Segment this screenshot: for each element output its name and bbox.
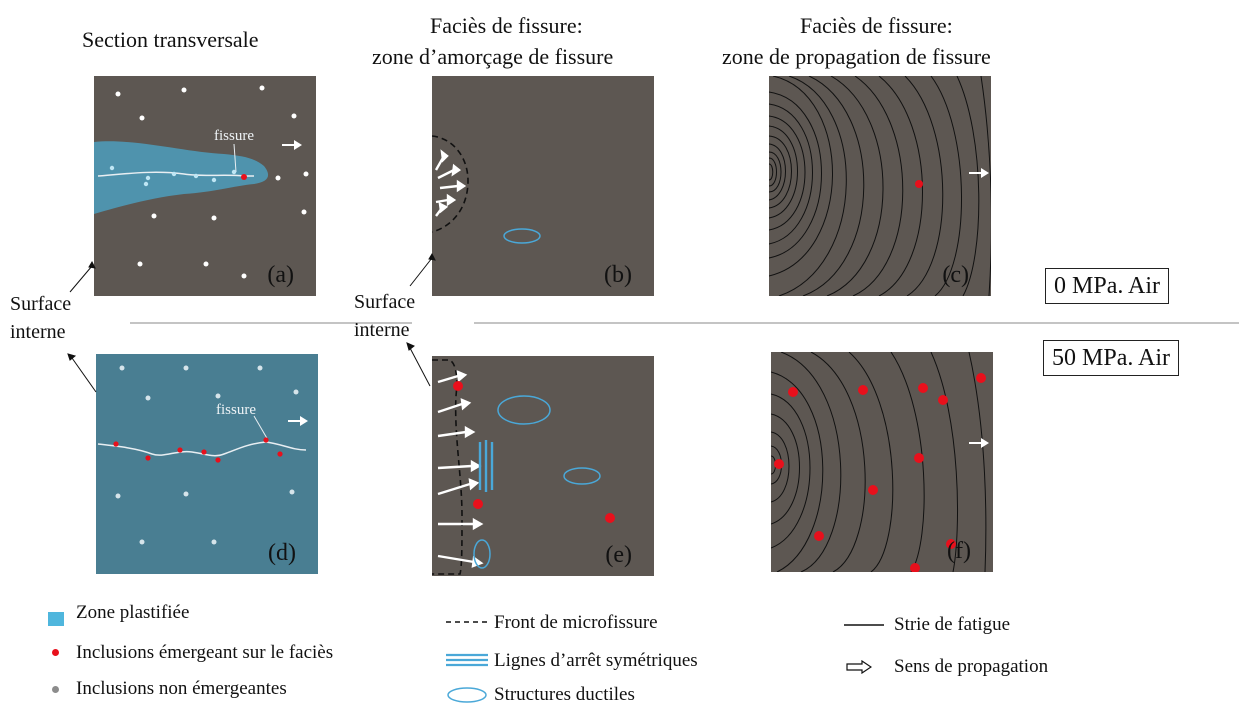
crack-label-a: fissure xyxy=(214,128,254,144)
crack-label-pointer xyxy=(233,143,237,173)
panel-label-a: (a) xyxy=(267,262,294,288)
emerging-inclusion-marker xyxy=(915,180,923,188)
propagation-arrow-icon xyxy=(969,168,989,178)
legend-marker-non-emerging xyxy=(52,686,59,693)
header-propagation-line2: zone de propagation de fissure xyxy=(722,44,991,69)
legend-label-emerging: Inclusions émergeant sur le faciès xyxy=(76,642,334,663)
propagation-arrows-b xyxy=(434,149,467,217)
legend-label-striation: Strie de fatigue xyxy=(894,614,1011,635)
ductile-structure xyxy=(473,539,491,569)
symmetric-arrest-lines xyxy=(478,440,494,492)
legend-label-plastic-zone: Zone plastifiée xyxy=(76,602,190,623)
ductile-structure xyxy=(497,395,551,425)
panel-c-propagation-0mpa: (c) xyxy=(769,76,991,296)
panel-e-initiation-50mpa: (e) xyxy=(432,356,654,576)
header-initiation-line2: zone d’amorçage de fissure xyxy=(372,44,614,69)
panel-d-drawing xyxy=(97,365,308,545)
header-propagation-line1: Faciès de fissure: xyxy=(800,13,953,38)
legend-label-arrest-lines: Lignes d’arrêt symétriques xyxy=(494,650,698,671)
emerging-inclusion-marker xyxy=(241,174,247,180)
panel-b-initiation-0mpa: (b) xyxy=(432,76,654,296)
legend-arrest-lines-icon xyxy=(446,653,488,667)
ductile-structure xyxy=(563,467,601,485)
panel-label-d: (d) xyxy=(268,540,296,566)
microcrack-front xyxy=(432,135,469,233)
crack-label-d: fissure xyxy=(216,402,256,418)
crack-line xyxy=(97,171,254,177)
propagation-arrows-e xyxy=(437,370,484,568)
header-section-transversale: Section transversale xyxy=(82,27,259,52)
crack-line xyxy=(97,441,307,457)
surface-pointer-d xyxy=(67,353,97,393)
surface-pointer-a xyxy=(69,260,96,293)
surface-label-mid-line1: Surface xyxy=(354,291,416,313)
propagation-arrow-icon xyxy=(282,140,302,150)
legend-swatch-plastic-zone xyxy=(48,612,64,626)
panel-f-drawing xyxy=(771,352,989,572)
panel-label-b: (b) xyxy=(604,262,632,288)
legend-label-microcrack-front: Front de microfissure xyxy=(494,612,658,633)
legend-label-ductile: Structures ductiles xyxy=(494,684,635,705)
surface-label-left-line2: interne xyxy=(10,321,66,343)
surface-label-left-line1: Surface xyxy=(10,293,72,315)
propagation-arrow-icon xyxy=(969,438,989,448)
ductile-structure xyxy=(503,228,541,244)
panel-e-drawing xyxy=(432,359,615,575)
legend-marker-emerging xyxy=(52,649,59,656)
panel-a-drawing xyxy=(94,85,309,279)
panel-f-propagation-50mpa: (f) xyxy=(771,352,993,572)
legend-propagation-arrow-icon xyxy=(846,660,872,674)
plastic-zone-shape xyxy=(94,141,269,214)
fatigue-striations-c xyxy=(769,76,991,296)
propagation-arrow-icon xyxy=(288,416,308,426)
panel-label-e: (e) xyxy=(605,542,632,568)
legend-label-propagation: Sens de propagation xyxy=(894,656,1049,677)
emerging-inclusions xyxy=(774,373,986,572)
surface-pointer-e xyxy=(406,342,431,387)
legend-ductile-icon xyxy=(447,687,487,703)
panel-b-drawing xyxy=(432,135,541,244)
emerging-inclusions xyxy=(453,381,615,523)
condition-box-50mpa: 50 MPa. Air xyxy=(1043,340,1180,376)
legend-dashed-line-icon xyxy=(446,621,490,623)
non-emerging-inclusions xyxy=(115,365,299,545)
non-emerging-inclusions xyxy=(115,85,309,279)
emerging-inclusions xyxy=(113,437,283,463)
panel-label-c: (c) xyxy=(942,262,969,288)
panel-c-drawing xyxy=(769,76,991,296)
header-initiation-line1: Faciès de fissure: xyxy=(430,13,583,38)
surface-label-mid-line2: interne xyxy=(354,319,410,341)
legend-label-non-emerging: Inclusions non émergeantes xyxy=(76,678,287,699)
condition-box-0mpa: 0 MPa. Air xyxy=(1045,268,1170,304)
panel-a-cross-section: fissure (a) xyxy=(94,76,316,296)
crack-label-pointer xyxy=(253,415,269,441)
legend-striation-icon xyxy=(844,624,884,626)
inclusions-in-plastic-zone xyxy=(109,165,237,187)
panel-d-cross-section-50mpa: fissure (d) xyxy=(96,354,318,574)
fatigue-striations-f xyxy=(771,352,987,572)
panel-label-f: (f) xyxy=(947,538,971,564)
microcrack-front xyxy=(432,359,463,575)
